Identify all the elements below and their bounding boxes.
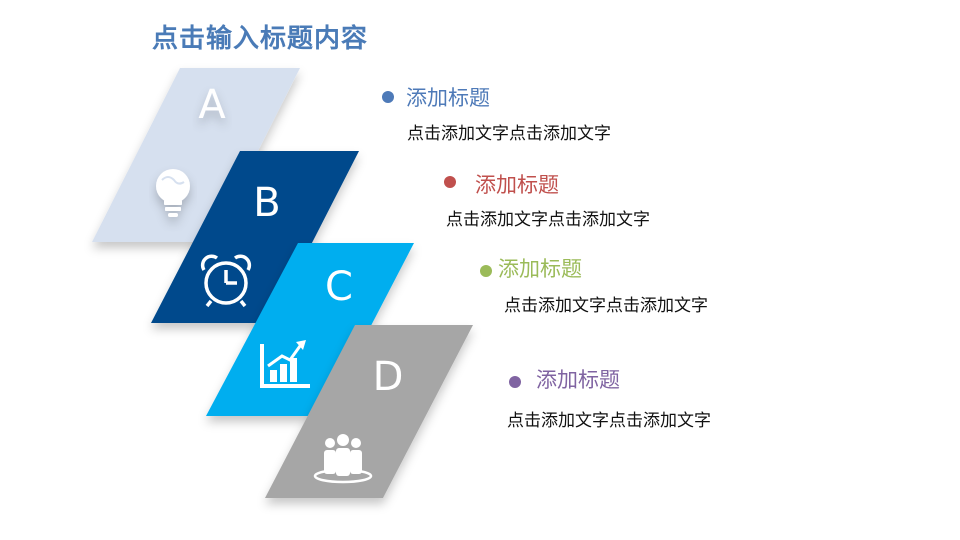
item-2-title: 添加标题 xyxy=(475,173,559,197)
item-3-bullet xyxy=(480,265,492,277)
panel-b xyxy=(151,151,359,323)
panel-d xyxy=(265,325,473,498)
panel-letter-d: D xyxy=(373,354,404,400)
panel-c xyxy=(206,243,414,416)
panel-letter-a: A xyxy=(198,82,226,128)
item-1-title: 添加标题 xyxy=(406,86,490,110)
panel-letter-c: C xyxy=(325,264,353,310)
item-3-desc: 点击添加文字点击添加文字 xyxy=(504,296,708,316)
panel-letter-b: B xyxy=(253,180,280,226)
lightbulb-icon xyxy=(156,169,190,217)
item-2-desc: 点击添加文字点击添加文字 xyxy=(446,210,650,230)
item-2-bullet xyxy=(444,176,456,188)
item-1-bullet xyxy=(382,91,394,103)
panel-a xyxy=(92,68,300,242)
growth-chart-icon xyxy=(260,340,310,388)
alarm-clock-icon xyxy=(200,254,252,308)
item-4-title: 添加标题 xyxy=(536,368,620,392)
item-4-desc: 点击添加文字点击添加文字 xyxy=(507,411,711,431)
item-3-title: 添加标题 xyxy=(498,257,582,281)
item-1-desc: 点击添加文字点击添加文字 xyxy=(407,124,611,144)
item-4-bullet xyxy=(509,376,521,388)
page-title: 点击输入标题内容 xyxy=(152,24,369,54)
team-icon xyxy=(313,434,373,484)
